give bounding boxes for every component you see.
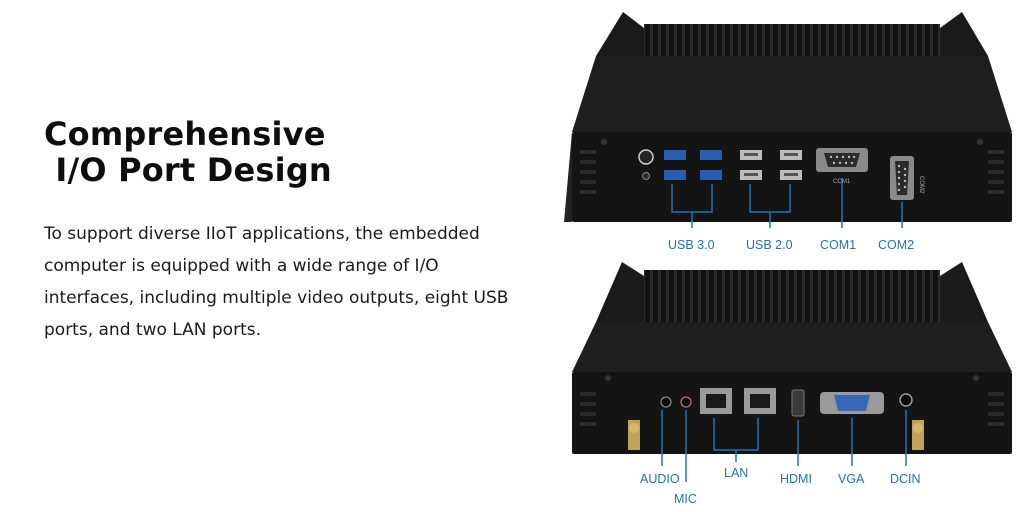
product-image: COM1 COM2 USB 3.0 USB 2.0 COM1 COM2 bbox=[564, 12, 1012, 506]
rear-callouts bbox=[671, 178, 903, 228]
front-callouts bbox=[661, 410, 907, 482]
usb30-port bbox=[664, 170, 686, 180]
power-led-icon bbox=[642, 172, 650, 180]
usb30-port bbox=[700, 170, 722, 180]
com2-printed-label: COM2 bbox=[918, 176, 924, 194]
page-title: Comprehensive I/O Port Design bbox=[44, 116, 332, 188]
vga-label: VGA bbox=[838, 472, 865, 486]
front-panel-device bbox=[572, 262, 1012, 454]
power-button-icon bbox=[638, 149, 654, 165]
com2-label: COM2 bbox=[878, 238, 914, 252]
antenna-connector-icon bbox=[628, 420, 640, 450]
usb30-port bbox=[664, 150, 686, 160]
usb30-label: USB 3.0 bbox=[668, 238, 715, 252]
mic-jack bbox=[680, 396, 692, 408]
antenna-connector-icon bbox=[912, 420, 924, 450]
com1-label: COM1 bbox=[820, 238, 856, 252]
title-line-1: Comprehensive bbox=[44, 115, 326, 153]
audio-jack bbox=[660, 396, 672, 408]
lan-port bbox=[750, 394, 770, 408]
usb30-port bbox=[700, 150, 722, 160]
lan-label: LAN bbox=[724, 466, 748, 480]
mic-label: MIC bbox=[674, 492, 697, 506]
usb20-label: USB 2.0 bbox=[746, 238, 793, 252]
dcin-label: DCIN bbox=[890, 472, 921, 486]
hdmi-label: HDMI bbox=[780, 472, 812, 486]
dcin-port bbox=[899, 393, 913, 407]
description-text: To support diverse IIoT applications, th… bbox=[44, 224, 509, 340]
hdmi-port bbox=[791, 389, 805, 417]
title-line-2: I/O Port Design bbox=[44, 151, 332, 189]
audio-label: AUDIO bbox=[640, 472, 680, 486]
rear-panel-device: COM1 COM2 bbox=[564, 12, 1012, 222]
